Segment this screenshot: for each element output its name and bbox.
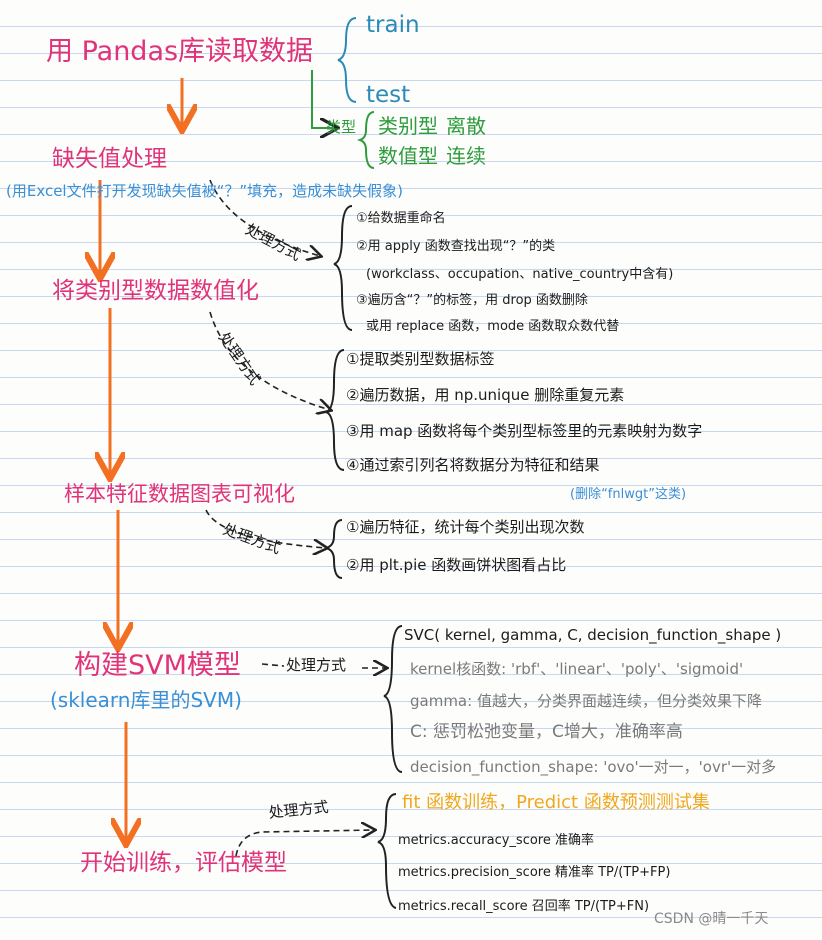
step5-title: 构建SVM模型: [74, 650, 241, 681]
step2-item-1: ①给数据重命名: [356, 211, 446, 226]
step4-title: 样本特征数据图表可视化: [64, 482, 295, 506]
step6-item-2: metrics.accuracy_score 准确率: [398, 833, 594, 848]
step3-item-2: ②遍历数据，用 np.unique 删除重复元素: [346, 386, 625, 404]
step1-type-cat: 类别型: [378, 114, 438, 138]
step2-item-5: 或用 replace 函数，mode 函数取众数代替: [366, 319, 620, 334]
step3-note: (删除“fnlwgt”这类): [570, 487, 687, 502]
step6-item-1: fit 函数训练，Predict 函数预测测试集: [402, 792, 710, 813]
step5-item-1: SVC( kernel, gamma, C, decision_function…: [404, 626, 782, 644]
csdn-watermark: CSDN @晴一千天: [654, 911, 769, 927]
step4-item-2: ②用 plt.pie 函数画饼状图看占比: [346, 556, 567, 574]
step5-subtitle: (sklearn库里的SVM): [50, 688, 242, 712]
step5-item-4: C: 惩罚松弛变量，C增大，准确率高: [410, 722, 683, 742]
step1-test: test: [366, 82, 411, 108]
step2-item-4: ③遍历含“？”的标签，用 drop 函数删除: [356, 293, 588, 308]
step3-item-3: ③用 map 函数将每个类别型标签里的元素映射为数字: [346, 422, 703, 440]
step5-item-3: gamma: 值越大，分类界面越连续，但分类效果下降: [410, 692, 762, 710]
step4-item-1: ①遍历特征，统计每个类别出现次数: [346, 518, 585, 536]
step3-item-4: ④通过索引列名将数据分为特征和结果: [346, 456, 600, 474]
step6-item-3: metrics.precision_score 精准率 TP/(TP+FP): [398, 865, 671, 880]
step6-title: 开始训练，评估模型: [80, 850, 287, 876]
step6-item-4: metrics.recall_score 召回率 TP/(TP+FN): [398, 899, 650, 914]
step1-type-cat-desc: 离散: [446, 114, 486, 138]
step1-type-num-desc: 连续: [446, 144, 486, 168]
step2-title: 缺失值处理: [52, 146, 167, 172]
step5-item-2: kernel核函数: 'rbf'、'linear'、'poly'、'sigmoi…: [410, 660, 744, 678]
step1-title: 用 Pandas库读取数据: [46, 36, 314, 67]
step5-item-5: decision_function_shape: 'ovo'一对一，'ovr'一…: [410, 758, 777, 776]
step2-note: (用Excel文件打开发现缺失值被“？”填充，造成未缺失假象): [6, 182, 403, 200]
step1-train: train: [366, 12, 420, 38]
step2-item-2: ②用 apply 函数查找出现“？”的类: [356, 239, 556, 254]
step3-item-1: ①提取类别型数据标签: [346, 350, 495, 368]
step1-type-num: 数值型: [378, 144, 438, 168]
step3-title: 将类别型数据数值化: [52, 278, 259, 304]
step5-method-label: 处理方式: [286, 656, 347, 674]
step1-type-label: 类型: [326, 118, 357, 136]
step2-item-3: (workclass、occupation、native_country中含有): [366, 267, 674, 282]
